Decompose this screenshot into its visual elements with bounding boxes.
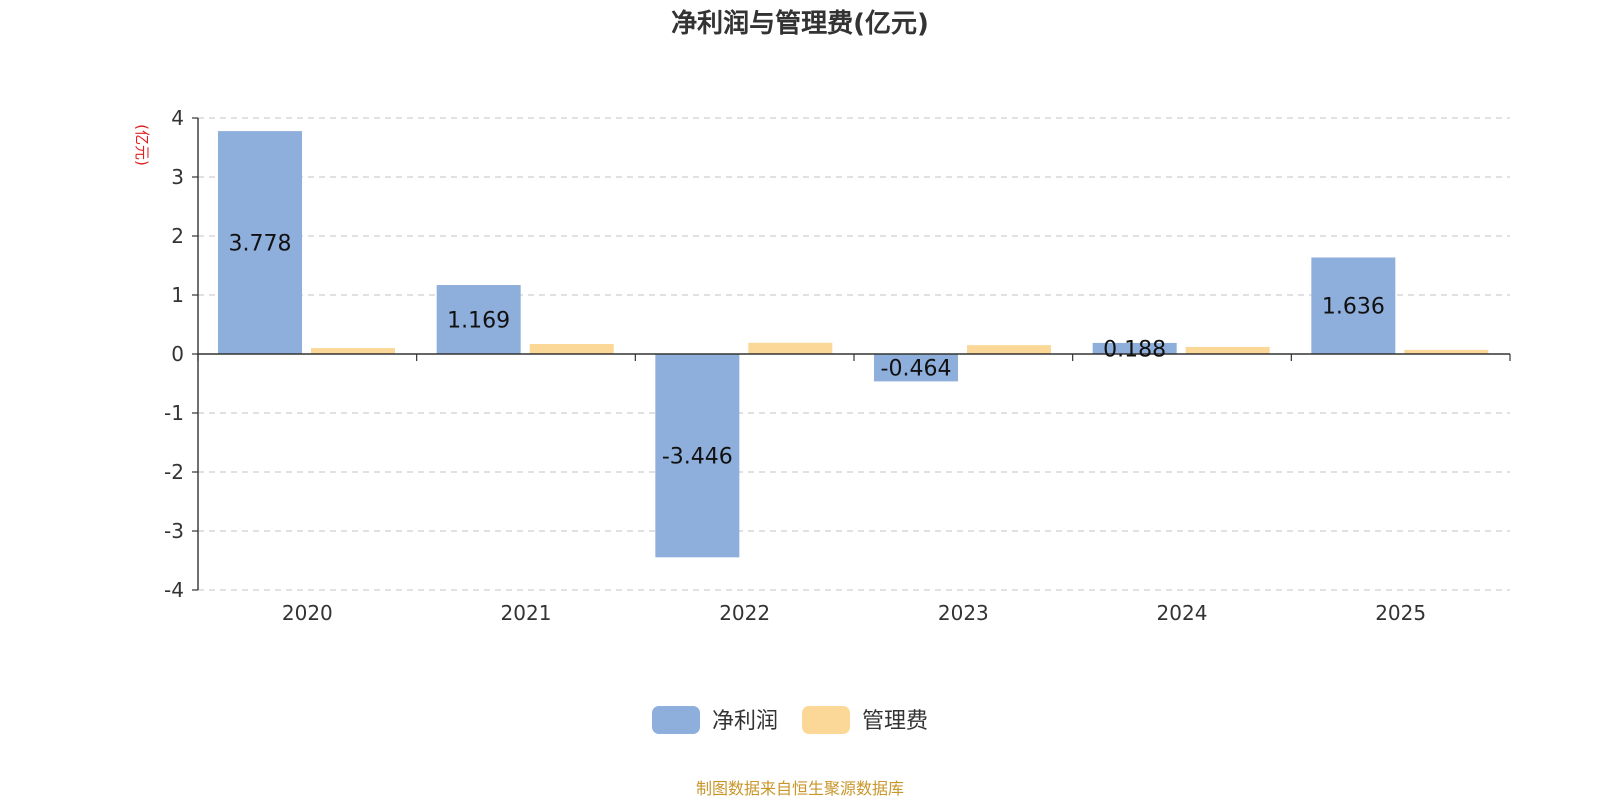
x-tick-label: 2020 [282,601,333,625]
y-tick-label: 4 [171,106,184,130]
bar-admin-expense[interactable] [529,343,614,354]
value-labels-group: 3.778 1.169 -3.446 -0.464 0.188 1.636 [229,232,1385,470]
bar-value-label: 0.188 [1103,337,1166,362]
bar-value-label: 3.778 [229,232,292,257]
bar-value-label: 1.636 [1322,295,1385,320]
bar-value-label: 1.169 [447,309,510,334]
y-tick-label: -2 [164,460,184,484]
bar-net-profit[interactable] [655,354,740,558]
axes-group: 4 3 2 1 0 -1 -2 -3 -4 2020 2021 2022 2023 2024 2025 [164,106,1511,625]
legend-label[interactable]: 净利润 [712,709,778,734]
bar-value-label: -3.446 [662,445,733,470]
bar-admin-expense[interactable] [1404,349,1489,354]
bar-admin-expense[interactable] [748,342,833,354]
y-axis-unit-label: (亿元) [133,124,151,166]
y-tick-label: -1 [164,401,184,425]
y-tick-label: 1 [171,283,184,307]
legend[interactable]: 净利润 管理费 [652,706,928,734]
x-tick-label: 2022 [719,601,770,625]
grid-lines [198,117,1510,591]
bar-value-label: -0.464 [881,357,952,382]
legend-swatch[interactable] [652,706,700,734]
y-tick-label: 2 [171,224,184,248]
bar-net-profit[interactable] [1092,342,1177,354]
bars-group [218,131,1489,558]
bar-net-profit[interactable] [1311,257,1396,354]
x-tick-label: 2021 [501,601,552,625]
bar-net-profit[interactable] [218,131,302,354]
legend-swatch[interactable] [802,706,850,734]
chart-title: 净利润与管理费(亿元) [671,8,929,39]
bar-net-profit[interactable] [436,285,521,354]
legend-label[interactable]: 管理费 [862,709,928,734]
bar-admin-expense[interactable] [967,345,1051,354]
x-tick-label: 2024 [1157,601,1208,625]
y-tick-label: 0 [171,342,184,366]
y-tick-label: 3 [171,165,184,189]
x-tick-label: 2023 [938,601,989,625]
bar-net-profit[interactable] [874,354,958,382]
bar-admin-expense[interactable] [1185,346,1270,354]
source-note: 制图数据来自恒生聚源数据库 [696,779,904,798]
bar-admin-expense[interactable] [311,348,395,354]
y-tick-label: -3 [164,519,184,543]
x-tick-label: 2025 [1375,601,1426,625]
y-tick-label: -4 [164,578,184,602]
